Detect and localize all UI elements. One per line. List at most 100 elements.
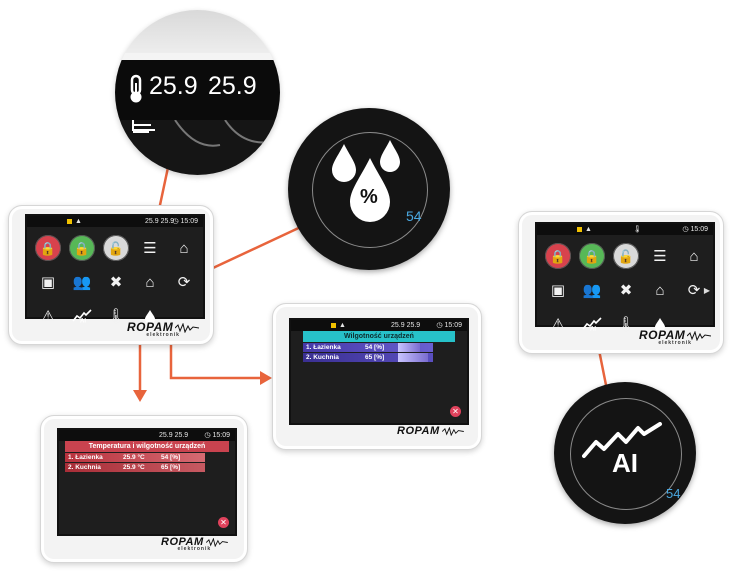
users-button[interactable]: 👥: [582, 281, 602, 299]
users-button[interactable]: 👥: [72, 273, 92, 291]
brand-name: ROPAM: [639, 328, 686, 342]
lock-partial-button[interactable]: 🔒: [579, 243, 605, 269]
ai-trend-button[interactable]: AI: [579, 311, 605, 337]
status-bar: ▲ 25.9 25.9 ◷ 15:09: [27, 216, 203, 227]
temp-row-2-name: 2. Kuchnia: [68, 464, 101, 471]
brand-wave-icon: [175, 322, 200, 333]
status-temperature: 25.9 25.9: [159, 432, 189, 439]
close-button[interactable]: ✕: [218, 517, 229, 528]
brand-logo-right: ROPAM elektronik: [639, 328, 712, 346]
humidity-icon-ring: [312, 132, 428, 248]
status-alerts-right: ▲: [577, 224, 592, 235]
temp-row-1-name: 1. Łazienka: [68, 454, 103, 461]
ai-icon-ring: [570, 398, 682, 510]
status-time-value: 15:09: [180, 218, 198, 225]
scenes-button[interactable]: ⟳: [687, 281, 701, 299]
status-temperature: 25.9 25.9: [391, 322, 421, 329]
brand-wave-icon: [205, 537, 228, 547]
lock-disarmed-button[interactable]: 🔓: [103, 235, 129, 261]
brand-sub: elektronik: [146, 332, 180, 338]
brand-logo: ROPAM elektronik: [127, 320, 200, 338]
keypad-panel-right: ▲ 🌡 ◷ 15:09 🔒 🔒 🔓 ☰ ⌂ ▣ 👥 ✖ ⌂ ⟳ ⚠ AI 🌡 ▶: [518, 211, 724, 354]
zoom-humidity-circle: % 54: [288, 108, 450, 270]
humidity-row-1-name: 1. Łazienka: [306, 344, 341, 351]
trend-chart-icon: [582, 422, 662, 458]
alert-indicator-icon: [577, 226, 582, 232]
humidity-drops-icon: [332, 140, 400, 222]
zoom-temperature-circle: 25.9 25.9: [115, 10, 280, 175]
thermometer-icon: [127, 74, 145, 109]
ai-trend-icon: AI: [72, 309, 92, 323]
status-time-right: ◷ 15:09: [682, 226, 708, 233]
temperature-button[interactable]: 🌡: [616, 315, 636, 333]
humidity-screen: ▲ 25.9 25.9 ◷ 15:09 Wilgotność urządzeń …: [289, 318, 469, 425]
humidity-button[interactable]: [137, 303, 163, 329]
temp-humidity-screen-panel: 25.9 25.9 ◷ 15:09 Temperatura i wilgotno…: [40, 415, 248, 563]
temp-status-bar: 25.9 25.9 ◷ 15:09: [59, 430, 235, 441]
humidity-status-bar: ▲ 25.9 25.9 ◷ 15:09: [291, 320, 467, 331]
temperature-button[interactable]: 🌡: [106, 307, 126, 325]
lock-armed-button[interactable]: 🔒: [545, 243, 571, 269]
humidity-row-2-value: 65 [%]: [365, 354, 385, 361]
brand-sub: elektronik: [177, 546, 212, 552]
tools-button[interactable]: ✖: [109, 273, 123, 291]
lock-partial-button[interactable]: 🔒: [69, 235, 95, 261]
alarm-warning-button[interactable]: ⚠: [41, 307, 55, 325]
humidity-row-1-value: 54 [%]: [365, 344, 385, 351]
humidity-button[interactable]: [647, 311, 673, 337]
status-bar-right: ▲ 🌡 ◷ 15:09: [537, 224, 713, 235]
humidity-row-1-bar: [398, 343, 420, 352]
home-button[interactable]: ⌂: [655, 281, 665, 299]
humidity-screen-title: Wilgotność urządzeń: [303, 331, 455, 342]
menu-list-button[interactable]: ☰: [653, 247, 667, 265]
humidity-icon: [145, 310, 155, 324]
humidity-row-2-name: 2. Kuchnia: [306, 354, 339, 361]
lock-armed-button[interactable]: 🔒: [35, 235, 61, 261]
alarm-warning-button[interactable]: ⚠: [551, 315, 565, 333]
brand-logo-temp: ROPAM elektronik: [161, 536, 228, 552]
camera-list-button[interactable]: ▣: [550, 281, 566, 299]
brand-logo-humidity: ROPAM: [397, 425, 464, 437]
temp-humidity-screen-title: Temperatura i wilgotność urządzeń: [65, 441, 229, 452]
humidity-percent-symbol: %: [360, 186, 378, 208]
home-button[interactable]: ⌂: [145, 273, 155, 291]
ai-trend-button[interactable]: AI: [69, 303, 95, 329]
main-icon-grid-right: 🔒 🔒 🔓 ☰ ⌂ ▣ 👥 ✖ ⌂ ⟳ ⚠ AI 🌡: [543, 241, 709, 339]
temp-row-1-humidity: 54 [%]: [161, 454, 181, 461]
zoom-temp-value-2: 25.9: [208, 72, 257, 100]
lock-disarmed-button[interactable]: 🔓: [613, 243, 639, 269]
temp-row-1-temperature: 25.9 °C: [123, 454, 145, 461]
status-time-value-right: 15:09: [690, 226, 708, 233]
svg-text:AI: AI: [80, 319, 86, 324]
house-settings-button[interactable]: ⌂: [179, 239, 189, 257]
svg-text:AI: AI: [590, 327, 596, 332]
camera-list-button[interactable]: ▣: [40, 273, 56, 291]
status-temperature: 25.9 25.9: [145, 218, 175, 225]
tools-button[interactable]: ✖: [619, 281, 633, 299]
status-alerts: ▲: [67, 216, 82, 227]
zoom-ai-circle: AI 54: [554, 382, 696, 524]
humidity-row-2-bar: [398, 353, 428, 362]
humidity-row-2: 2. Kuchnia 65 [%]: [303, 353, 433, 362]
close-button[interactable]: ✕: [450, 406, 461, 417]
next-page-arrow[interactable]: ▶: [703, 286, 710, 295]
temp-row-2-temperature: 25.9 °C: [123, 464, 145, 471]
menu-list-button[interactable]: ☰: [143, 239, 157, 257]
status-time-value: 15:09: [212, 432, 230, 439]
zoom-panel-edge: [115, 10, 280, 53]
brand-wave-icon: [441, 426, 464, 436]
scenes-button[interactable]: ⟳: [177, 273, 191, 291]
status-time: ◷ 15:09: [436, 322, 462, 329]
keypad-screen-right: ▲ 🌡 ◷ 15:09 🔒 🔒 🔓 ☰ ⌂ ▣ 👥 ✖ ⌂ ⟳ ⚠ AI 🌡 ▶: [535, 222, 715, 332]
zoom-temp-value-1: 25.9: [149, 72, 198, 100]
brand-name: ROPAM: [127, 320, 174, 334]
ai-trend-icon: AI: [582, 317, 602, 331]
house-settings-button[interactable]: ⌂: [689, 247, 699, 265]
temp-row-2: 2. Kuchnia 25.9 °C 65 [%]: [65, 463, 205, 472]
alert-indicator-icon: [67, 218, 72, 224]
temp-humidity-screen: 25.9 25.9 ◷ 15:09 Temperatura i wilgotno…: [57, 428, 237, 536]
humidity-badge-number: 54: [406, 208, 422, 224]
alert-indicator-icon: [331, 322, 336, 328]
brand-wave-icon: [687, 330, 712, 341]
brand-name: ROPAM: [397, 425, 440, 437]
